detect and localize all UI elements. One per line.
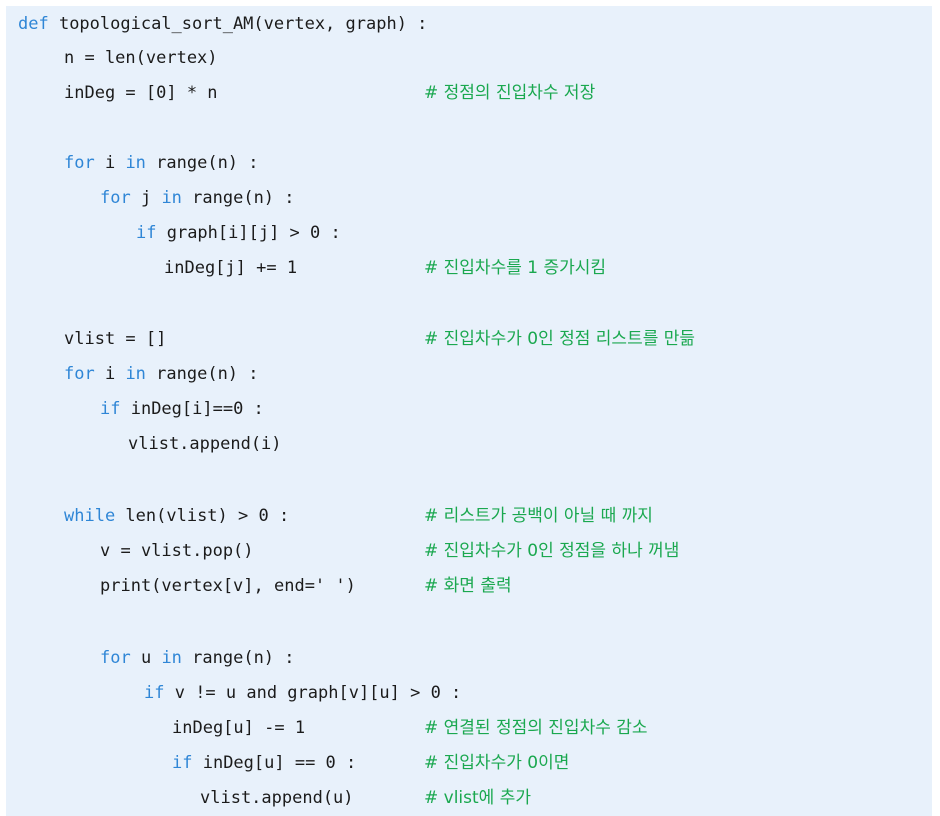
code-comment: # 진입차수를 1 증가시킴 <box>424 258 607 278</box>
keyword-token: for <box>64 153 95 173</box>
code-line: inDeg[j] += 1 # 진입차수를 1 증가시킴 <box>6 254 932 282</box>
code-text: for i in range(n) : <box>64 149 259 177</box>
code-line: v = vlist.pop() # 진입차수가 0인 정점을 하나 꺼냄 <box>6 537 932 565</box>
code-comment: # 진입차수가 0인 정점을 하나 꺼냄 <box>424 541 680 561</box>
code-line: inDeg[u] -= 1 # 연결된 정점의 진입차수 감소 <box>6 714 932 742</box>
code-comment: # 정점의 진입차수 저장 <box>424 83 596 103</box>
keyword-token: in <box>125 153 146 173</box>
code-token: v != u and graph[v][u] > 0 : <box>164 683 462 703</box>
code-token: j <box>130 188 162 208</box>
keyword-token: if <box>172 753 193 773</box>
keyword-token: for <box>100 188 131 208</box>
code-token: n = len(vertex) <box>64 48 218 68</box>
code-panel: def topological_sort_AM(vertex, graph) :… <box>6 6 932 816</box>
code-comment: # 리스트가 공백이 아닐 때 까지 <box>424 506 653 526</box>
code-line: while len(vlist) > 0 : # 리스트가 공백이 아닐 때 까지 <box>6 502 932 530</box>
code-line: if graph[i][j] > 0 : <box>6 219 932 247</box>
code-text: def topological_sort_AM(vertex, graph) : <box>18 10 427 38</box>
code-text: while len(vlist) > 0 : <box>64 502 289 530</box>
code-token: range(n) : <box>145 153 259 173</box>
code-text: for j in range(n) : <box>100 184 295 212</box>
code-line: vlist.append(i) <box>6 430 932 458</box>
code-line: for u in range(n) : <box>6 644 932 672</box>
code-text: for i in range(n) : <box>64 360 259 388</box>
code-text: n = len(vertex) <box>64 44 218 72</box>
code-line: vlist = [] # 진입차수가 0인 정점 리스트를 만듦 <box>6 325 932 353</box>
code-token: u <box>130 648 162 668</box>
code-token: inDeg[j] += 1 <box>164 258 298 278</box>
code-token: inDeg[i]==0 : <box>120 399 264 419</box>
code-token: v = vlist.pop() <box>100 541 254 561</box>
keyword-token: def <box>18 14 49 34</box>
code-text: inDeg = [0] * n <box>64 79 218 107</box>
code-token: inDeg[u] == 0 : <box>192 753 357 773</box>
keyword-token: if <box>144 683 165 703</box>
code-line: if inDeg[u] == 0 : # 진입차수가 0이면 <box>6 749 932 777</box>
code-line: print(vertex[v], end=' ') # 화면 출력 <box>6 572 932 600</box>
code-line: n = len(vertex) <box>6 44 932 72</box>
code-token: vlist = [] <box>64 329 167 349</box>
code-token: vlist.append(u) <box>200 788 354 808</box>
code-comment: # 화면 출력 <box>424 576 512 596</box>
keyword-token: in <box>161 188 182 208</box>
code-token: topological_sort_AM(vertex, graph) : <box>48 14 428 34</box>
code-text: vlist = [] <box>64 325 166 353</box>
code-token: range(n) : <box>181 188 295 208</box>
code-comment: # vlist에 추가 <box>424 788 532 808</box>
keyword-token: if <box>136 223 157 243</box>
code-line: if v != u and graph[v][u] > 0 : <box>6 679 932 707</box>
code-line: if inDeg[i]==0 : <box>6 395 932 423</box>
code-line: for i in range(n) : <box>6 149 932 177</box>
code-text: v = vlist.pop() <box>100 537 254 565</box>
code-text: inDeg[j] += 1 <box>164 254 297 282</box>
code-comment: # 연결된 정점의 진입차수 감소 <box>424 718 648 738</box>
code-token: len(vlist) > 0 : <box>115 506 290 526</box>
code-token: graph[i][j] > 0 : <box>156 223 341 243</box>
keyword-token: if <box>100 399 121 419</box>
code-token: inDeg = [0] * n <box>64 83 218 103</box>
keyword-token: for <box>64 364 95 384</box>
keyword-token: for <box>100 648 131 668</box>
code-text: for u in range(n) : <box>100 644 295 672</box>
code-token: i <box>94 153 126 173</box>
keyword-token: in <box>125 364 146 384</box>
keyword-token: in <box>161 648 182 668</box>
code-text: if v != u and graph[v][u] > 0 : <box>144 679 461 707</box>
code-token: range(n) : <box>145 364 259 384</box>
code-line: for i in range(n) : <box>6 360 932 388</box>
code-text: vlist.append(u) <box>200 784 354 812</box>
code-line: vlist.append(u) # vlist에 추가 <box>6 784 932 812</box>
code-token: i <box>94 364 126 384</box>
keyword-token: while <box>64 506 116 526</box>
code-token: range(n) : <box>181 648 295 668</box>
code-text: vlist.append(i) <box>128 430 282 458</box>
code-text: if inDeg[i]==0 : <box>100 395 264 423</box>
code-comment: # 진입차수가 0이면 <box>424 753 570 773</box>
code-line: inDeg = [0] * n # 정점의 진입차수 저장 <box>6 79 932 107</box>
code-text: if graph[i][j] > 0 : <box>136 219 341 247</box>
code-text: print(vertex[v], end=' ') <box>100 572 356 600</box>
code-line: def topological_sort_AM(vertex, graph) : <box>6 10 932 38</box>
code-token: print(vertex[v], end=' ') <box>100 576 356 596</box>
code-comment: # 진입차수가 0인 정점 리스트를 만듦 <box>424 329 696 349</box>
code-text: if inDeg[u] == 0 : <box>172 749 356 777</box>
code-token: vlist.append(i) <box>128 434 282 454</box>
code-text: inDeg[u] -= 1 <box>172 714 305 742</box>
code-token: inDeg[u] -= 1 <box>172 718 306 738</box>
code-line: for j in range(n) : <box>6 184 932 212</box>
